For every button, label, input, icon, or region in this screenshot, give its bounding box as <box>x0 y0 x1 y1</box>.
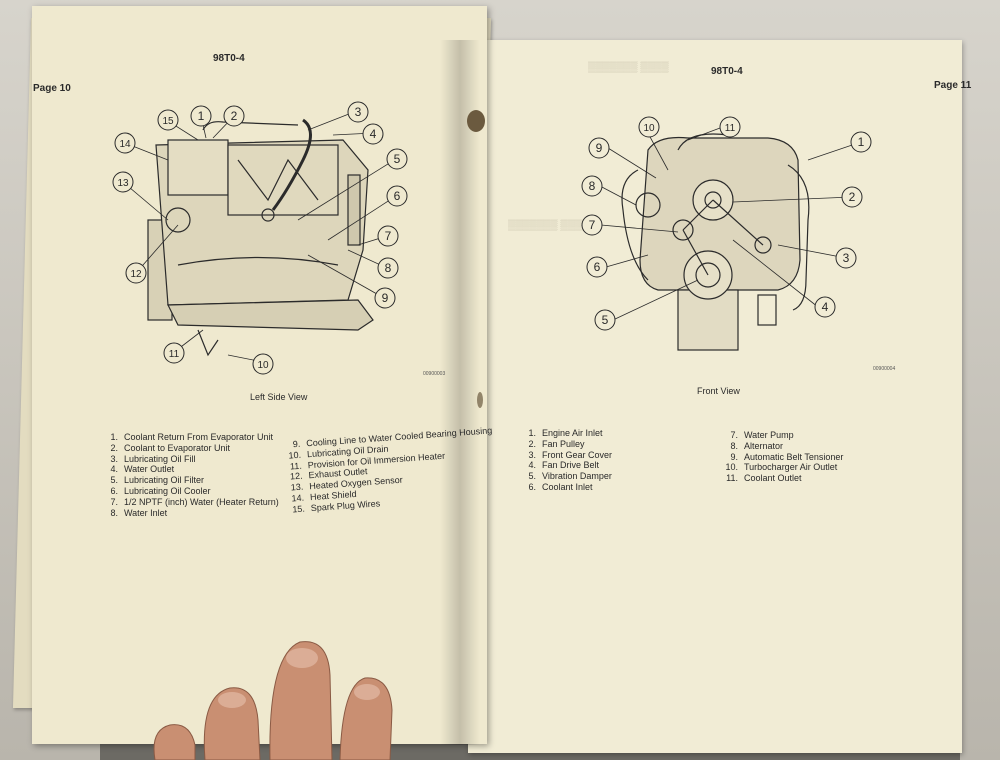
svg-text:5: 5 <box>394 152 401 166</box>
bleed-through-text-2: ▒▒▒▒▒▒▒ ▒▒▒▒▒ <box>508 220 596 231</box>
side-view-drawing-code: 00900003 <box>423 371 446 377</box>
svg-text:6: 6 <box>594 260 601 274</box>
front-view-diagram: 1 2 3 4 5 6 7 8 9 10 11 <box>581 116 872 351</box>
side-legend-col2: 9.Cooling Line to Water Cooled Bearing H… <box>282 425 497 515</box>
callout-side-3: 3 <box>347 101 369 123</box>
legend-item: 6.Lubricating Oil Cooler <box>110 485 211 496</box>
legend-item: 1.Engine Air Inlet <box>528 428 603 438</box>
callout-side-14: 14 <box>114 132 136 154</box>
svg-text:15: 15 <box>162 116 174 127</box>
callout-front-11: 11 <box>719 116 741 138</box>
callout-side-12: 12 <box>125 262 147 284</box>
callout-side-15: 15 <box>157 109 179 131</box>
svg-text:9: 9 <box>382 291 389 305</box>
right-page-number: Page 11 <box>934 80 972 91</box>
callout-front-10: 10 <box>638 116 660 138</box>
svg-text:8: 8 <box>385 261 392 275</box>
callout-front-5: 5 <box>594 309 616 331</box>
callout-side-1: 1 <box>190 105 212 127</box>
legend-item: 7.1/2 NPTF (inch) Water (Heater Return) <box>110 496 279 507</box>
callout-front-9: 9 <box>588 137 610 159</box>
svg-text:4: 4 <box>822 300 829 314</box>
svg-text:2: 2 <box>231 109 238 123</box>
svg-text:4: 4 <box>370 127 377 141</box>
callout-front-3: 3 <box>835 247 857 269</box>
legend-item: 9.Automatic Belt Tensioner <box>730 451 844 462</box>
callout-side-13: 13 <box>112 171 134 193</box>
legend-item: 10.Turbocharger Air Outlet <box>725 462 838 473</box>
svg-text:3: 3 <box>843 251 850 265</box>
legend-item: 4.Fan Drive Belt <box>528 460 600 471</box>
callout-side-5: 5 <box>386 148 408 170</box>
legend-item: 3.Lubricating Oil Fill <box>110 453 196 464</box>
svg-text:3: 3 <box>355 105 362 119</box>
callout-front-4: 4 <box>814 296 836 318</box>
left-header: 98T0-4 <box>213 53 245 64</box>
callout-side-8: 8 <box>377 257 399 279</box>
legend-item: 7.Water Pump <box>730 430 794 440</box>
svg-text:5: 5 <box>602 313 609 327</box>
legend-item: 11.Coolant Outlet <box>726 473 802 484</box>
side-view-caption: Left Side View <box>250 392 308 402</box>
binder-hole <box>467 110 485 132</box>
callout-front-7: 7 <box>581 214 603 236</box>
left-side-view-diagram: 15 1 2 3 4 5 6 7 8 9 10 11 12 13 14 <box>112 101 408 375</box>
hand-photo <box>153 641 393 760</box>
front-legend-col1: 1.Engine Air Inlet 2.Fan Pulley 3.Front … <box>518 428 612 493</box>
callout-side-9: 9 <box>374 287 396 309</box>
svg-text:8: 8 <box>589 179 596 193</box>
legend-item: 6.Coolant Inlet <box>528 481 593 492</box>
binder-hole-2 <box>477 392 483 408</box>
gutter-shadow <box>440 40 480 745</box>
front-view-drawing-code: 00900004 <box>873 366 896 372</box>
callout-front-1: 1 <box>850 131 872 153</box>
svg-text:1: 1 <box>858 135 865 149</box>
svg-text:9: 9 <box>596 141 603 155</box>
callout-side-11: 11 <box>163 342 185 364</box>
svg-text:2: 2 <box>849 190 856 204</box>
svg-text:13: 13 <box>117 178 129 189</box>
front-legend-col2: 7.Water Pump 8.Alternator 9.Automatic Be… <box>720 430 843 484</box>
right-header: 98T0-4 <box>711 66 743 77</box>
legend-item: 1.Coolant Return From Evaporator Unit <box>110 432 274 442</box>
legend-item: 5.Vibration Damper <box>528 471 612 482</box>
legend-item: 5.Lubricating Oil Filter <box>110 475 205 486</box>
svg-text:11: 11 <box>725 123 736 134</box>
legend-item: 3.Front Gear Cover <box>528 449 613 460</box>
svg-text:11: 11 <box>169 349 180 360</box>
callout-front-8: 8 <box>581 175 603 197</box>
legend-item: 8.Alternator <box>730 440 784 451</box>
svg-text:14: 14 <box>119 139 131 150</box>
legend-item: 2.Coolant to Evaporator Unit <box>110 442 231 453</box>
callout-side-10: 10 <box>252 353 274 375</box>
legend-item: 2.Fan Pulley <box>528 438 585 449</box>
legend-item: 8.Water Inlet <box>110 507 168 518</box>
svg-text:12: 12 <box>130 269 142 280</box>
callout-front-2: 2 <box>841 186 863 208</box>
svg-text:6: 6 <box>394 189 401 203</box>
callout-front-6: 6 <box>586 256 608 278</box>
callout-side-7: 7 <box>377 225 399 247</box>
svg-text:7: 7 <box>385 229 392 243</box>
left-page-number: Page 10 <box>33 83 71 94</box>
svg-text:10: 10 <box>643 123 655 134</box>
callout-side-6: 6 <box>386 185 408 207</box>
svg-text:7: 7 <box>589 218 596 232</box>
left-page <box>32 6 487 744</box>
svg-text:1: 1 <box>198 109 205 123</box>
callout-side-2: 2 <box>223 105 245 127</box>
side-legend-col1: 1.Coolant Return From Evaporator Unit 2.… <box>100 432 279 518</box>
bleed-through-text: ▒▒▒▒▒▒▒ ▒▒▒▒ <box>588 62 669 73</box>
svg-text:10: 10 <box>257 360 269 371</box>
front-view-caption: Front View <box>697 386 740 396</box>
legend-item: 4.Water Outlet <box>110 464 175 475</box>
callout-side-4: 4 <box>362 123 384 145</box>
